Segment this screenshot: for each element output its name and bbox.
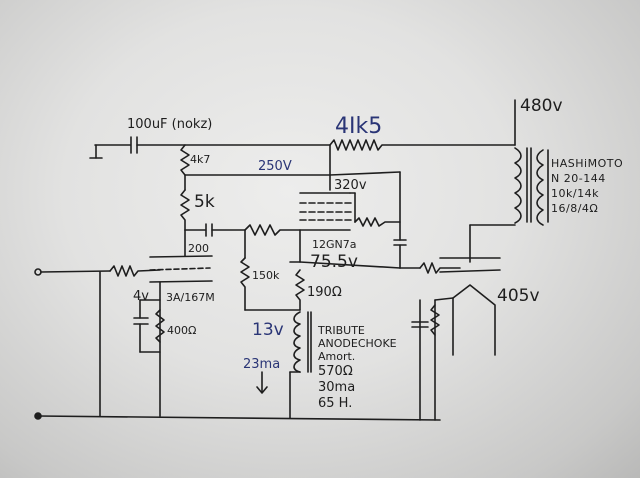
choke-note-line: 65 H. [318, 396, 353, 411]
input-wire [40, 270, 111, 273]
input-terminal [34, 268, 42, 276]
transformer-note: HASHiMOTO N 20-144 10k/14k 16/8/4Ω [551, 158, 623, 214]
driver-plate [149, 255, 213, 258]
choke-note-line: Amort. [318, 350, 356, 363]
screen-voltage-label: 250V [258, 159, 292, 174]
driver-cathode-voltage-label: 4v [133, 289, 149, 304]
cathode-resistor-label: 400Ω [167, 324, 197, 337]
bias-resistor [419, 262, 461, 274]
resistor-4k7 [180, 144, 190, 176]
transformer-note-line: 16/8/4Ω [551, 202, 599, 215]
driver-tube-label: 3A/167M [166, 291, 215, 304]
choke-note: TRIBUTE ANODECHOKE Amort. 570Ω 30ma 65 H… [318, 325, 397, 410]
transformer-secondary [536, 149, 544, 226]
resistor-190-label: 190Ω [307, 285, 342, 300]
output-tube-b-cathode [439, 269, 501, 273]
resistor-150k-label: 150k [252, 269, 280, 282]
resistor-5k [180, 189, 190, 231]
transformer-note-line: HASHiMOTO [551, 157, 624, 170]
choke-current-label: 23ma [243, 357, 281, 372]
choke-voltage-label: 13v [252, 320, 284, 340]
choke-note-line: 30ma [318, 380, 356, 395]
grid-stopper-resistor [109, 265, 161, 277]
cathode-voltage-label: 75.5v [310, 252, 358, 272]
plate-dropping-resistor [329, 139, 516, 151]
coupling-cap-label: 100uF (nokz) [127, 117, 213, 132]
choke-note-line: ANODECHOKE [318, 337, 397, 350]
supply-resistor [430, 304, 440, 336]
choke-note-line: 570Ω [318, 364, 353, 379]
resistor-150k [240, 257, 250, 311]
grid-resistor-output [244, 224, 301, 236]
transformer-primary [514, 147, 522, 224]
resistor-4k7-label: 4k7 [190, 153, 211, 166]
cathode-resistor [155, 309, 165, 343]
output-tube-label: 12GN7a [312, 238, 357, 251]
anode-choke-coil [293, 311, 301, 373]
b-plus-voltage-label: 480v [520, 96, 563, 116]
plate-resistor-label: 4Ik5 [335, 114, 383, 139]
resistor-5k-label: 5k [194, 192, 215, 212]
supply-voltage-label: 405v [497, 286, 540, 306]
plate-voltage-label: 320v [334, 178, 367, 193]
driver-grid [149, 267, 211, 271]
transformer-note-line: N 20-144 [551, 172, 606, 185]
transformer-note-line: 10k/14k [551, 187, 599, 200]
ground-rail [37, 415, 441, 421]
ground-terminal [34, 412, 42, 420]
screen-resistor [354, 217, 401, 227]
resistor-190 [295, 269, 305, 311]
choke-note-line: TRIBUTE [318, 324, 365, 337]
driver-plate-voltage-label: 200 [188, 242, 209, 255]
